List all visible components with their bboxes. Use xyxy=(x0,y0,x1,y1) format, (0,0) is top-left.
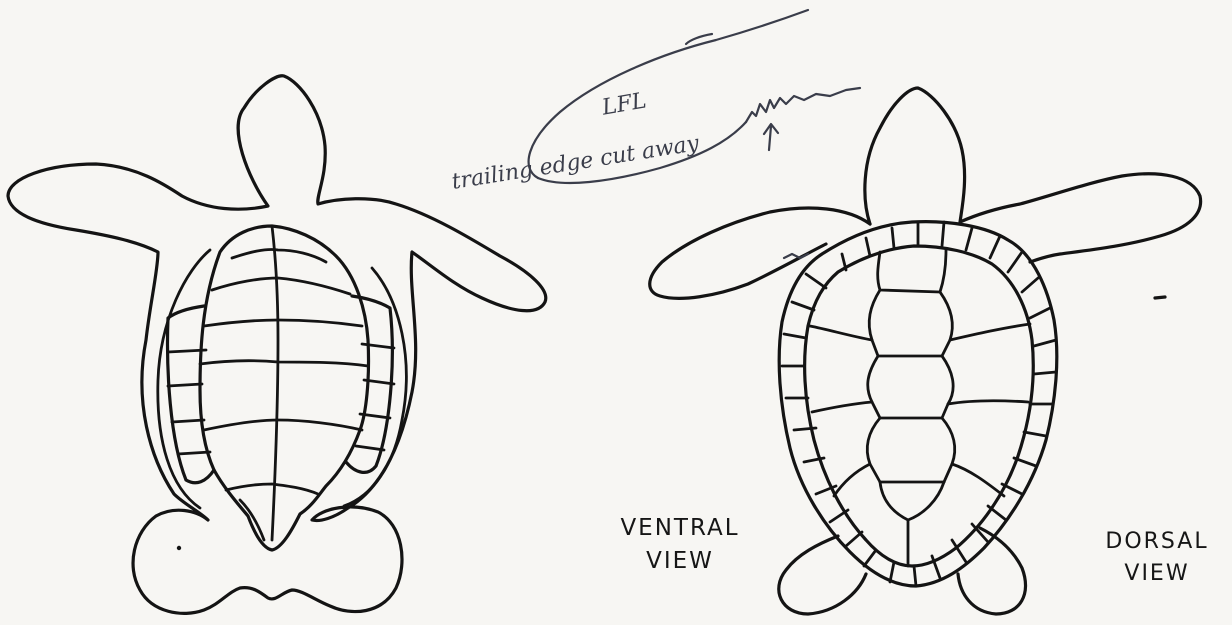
plastron-cross-seams xyxy=(200,249,368,540)
marginal-scute-dividers xyxy=(782,222,1056,586)
dorsal-label-line2: VIEW xyxy=(1082,558,1232,590)
dorsal-label-line1: DORSAL xyxy=(1082,526,1232,558)
plastron-midline xyxy=(272,226,278,540)
ventral-view-label: VENTRAL VIEW xyxy=(590,512,770,579)
dorsal-view-label: DORSAL VIEW xyxy=(1082,526,1232,590)
central-scutes xyxy=(810,250,1030,566)
arrow xyxy=(764,124,778,150)
left-marginal-strip xyxy=(168,306,214,483)
stray-mark xyxy=(784,254,808,258)
ventral-turtle xyxy=(8,76,546,614)
trailing-edge-zigzag xyxy=(746,88,860,122)
ventral-dot xyxy=(177,546,181,550)
ventral-left-gap xyxy=(158,250,210,508)
ventral-label-line1: VENTRAL xyxy=(590,512,770,545)
ventral-label-line2: VIEW xyxy=(590,545,770,578)
dorsal-left-hind xyxy=(779,536,866,614)
dorsal-outline xyxy=(865,88,1201,262)
dash-mark xyxy=(1155,297,1165,298)
dorsal-left-flipper xyxy=(650,208,870,298)
carapace-outer xyxy=(779,222,1057,586)
plastron-outline xyxy=(200,226,369,550)
